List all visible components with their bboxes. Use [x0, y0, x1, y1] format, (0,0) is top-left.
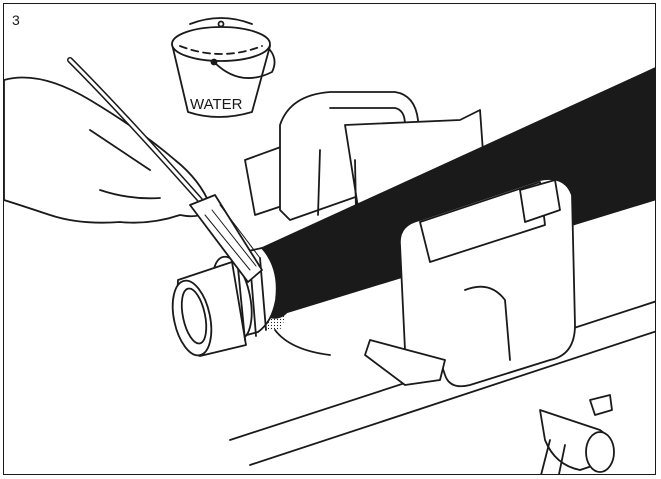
threaded-fitting — [166, 248, 276, 359]
water-bucket: WATER — [172, 18, 275, 117]
vise-screw-handle — [540, 395, 614, 479]
bucket-label: WATER — [190, 96, 243, 113]
